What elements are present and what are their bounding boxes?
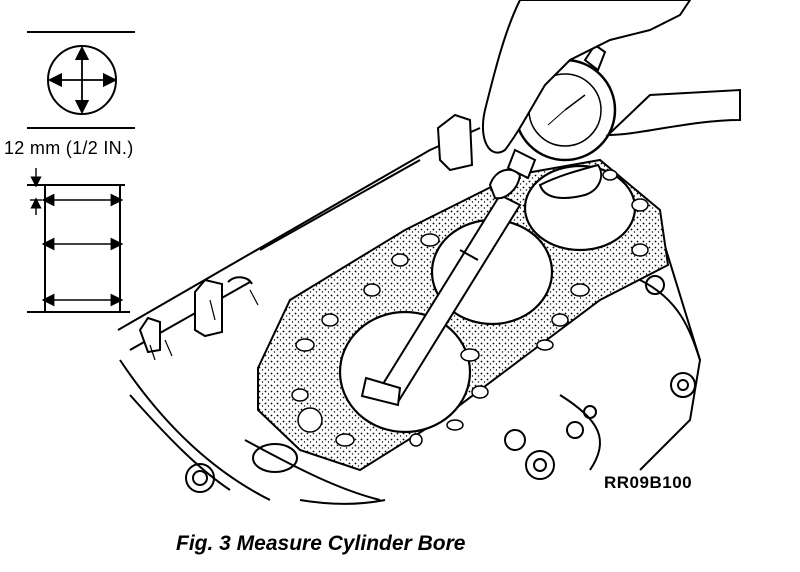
figure-part-code: RR09B100: [604, 473, 693, 492]
bore-side-view-icon: [27, 168, 130, 313]
dial-bore-gauge: [360, 43, 617, 407]
bore-cross-section-icon: [27, 31, 135, 129]
head-gasket: [257, 158, 670, 472]
bore-measurement-depth-label: 12 mm (1/2 IN.): [4, 138, 134, 158]
technician-hand: [481, 0, 741, 200]
block-shading: [149, 289, 259, 361]
figure-caption: Fig. 3 Measure Cylinder Bore: [176, 532, 466, 555]
engine-block: [117, 113, 702, 505]
